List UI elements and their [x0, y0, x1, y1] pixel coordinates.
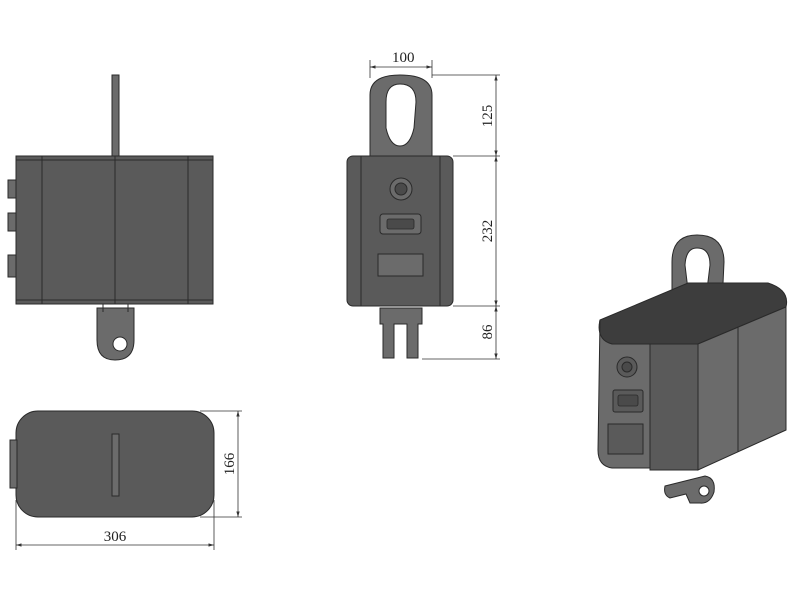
- front-view-lug-plate: [111, 74, 120, 158]
- side-view-label-plate: [377, 253, 424, 277]
- top-view-lug-slot: [111, 433, 120, 497]
- dimension-label-306: 306: [104, 529, 127, 545]
- front-view-connector-3: [7, 254, 17, 278]
- side-view-lug-hole: [385, 83, 417, 147]
- iso-side-face: [697, 306, 787, 471]
- iso-clevis: [664, 475, 715, 504]
- front-view-clevis: [96, 307, 135, 361]
- dimension-label-166: 166: [222, 452, 238, 475]
- front-view-connector-2: [7, 212, 17, 232]
- iso-label-plate: [607, 423, 644, 455]
- side-view-clevis: [379, 307, 423, 359]
- dimension-lines: [15, 60, 500, 550]
- dimension-label-100: 100: [392, 50, 415, 66]
- front-view-clevis-hole: [112, 336, 128, 352]
- top-view: [9, 410, 215, 518]
- isometric-view: [597, 234, 788, 504]
- top-view-connector: [9, 439, 18, 489]
- front-view-connector-1: [7, 179, 17, 199]
- iso-front-panel: [649, 343, 699, 471]
- side-view: [346, 74, 454, 359]
- dimension-label-125: 125: [480, 105, 496, 128]
- front-view: [7, 74, 214, 361]
- dimension-label-86: 86: [480, 324, 496, 340]
- dimension-label-232: 232: [480, 220, 496, 243]
